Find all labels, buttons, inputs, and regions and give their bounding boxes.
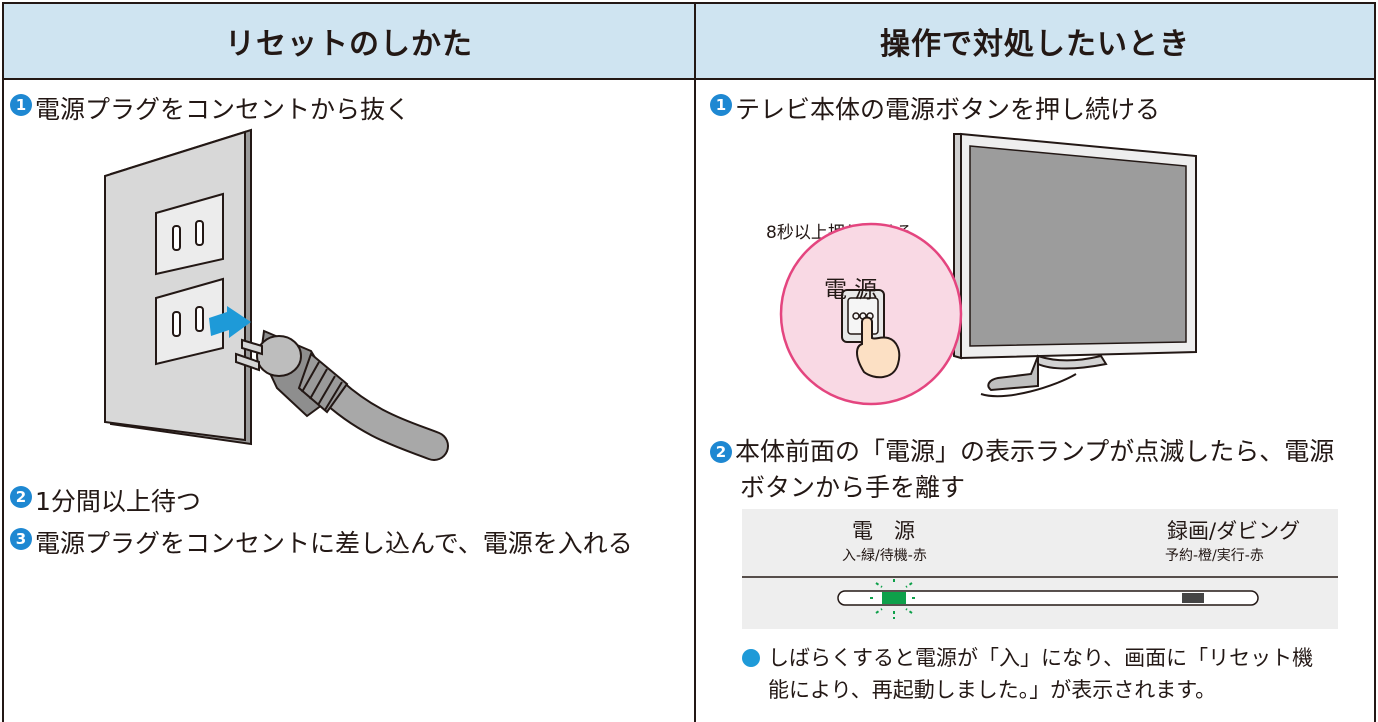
step-number-badge: 3 — [10, 528, 32, 550]
step-text-line2: ボタンから手を離す — [740, 473, 966, 502]
reset-header: リセットのしかた — [4, 4, 694, 80]
panel-led-strip — [742, 576, 1338, 619]
power-indicator-label: 電 源 — [852, 519, 915, 543]
step-text: 電源プラグをコンセントに差し込んで、電源を入れる — [35, 529, 633, 558]
manual-step-2: 2 本体前面の「電源」の表示ランプが点滅したら、電源 ボタンから手を離す — [710, 434, 1370, 506]
power-indicator-sub: 入-緑/待機-赤 — [842, 548, 927, 564]
step-number-badge: 2 — [710, 441, 732, 463]
power-led-blinking — [882, 592, 906, 604]
reset-step-2: 2 1分間以上待つ — [10, 482, 201, 518]
step-text: 1分間以上待つ — [35, 487, 201, 516]
record-indicator-label: 録画/ダビング — [1167, 519, 1301, 543]
wall-outlet-illustration — [104, 128, 449, 461]
manual-column: 操作で対処したいとき 1 テレビ本体の電源ボタンを押し続ける 8秒以上押し続ける — [696, 4, 1374, 722]
record-indicator-sub: 予約-橙/実行-赤 — [1165, 548, 1264, 564]
step-number-badge: 1 — [710, 94, 732, 116]
manual-step-1: 1 テレビ本体の電源ボタンを押し続ける — [710, 90, 1160, 126]
result-note: しばらくすると電源が「入」になり、画面に「リセット機 能により、再起動しました。… — [742, 642, 1378, 706]
step-number-badge: 2 — [10, 486, 32, 508]
reset-step-3: 3 電源プラグをコンセントに差し込んで、電源を入れる — [10, 524, 633, 560]
step-number-badge: 1 — [10, 94, 32, 116]
note-line-2: 能により、再起動しました。」が表示されます。 — [768, 678, 1217, 702]
manual-header: 操作で対処したいとき — [696, 4, 1374, 80]
bullet-dot — [742, 649, 760, 667]
tv-illustration — [779, 132, 1197, 406]
front-panel: 電 源 入-緑/待機-赤 録画/ダビング 予約-橙/実行-赤 — [742, 509, 1338, 629]
step-text: 電源プラグをコンセントから抜く — [35, 95, 411, 124]
callout-power-label: 電 源 — [824, 277, 878, 303]
step-text-line1: 本体前面の「電源」の表示ランプが点滅したら、電源 — [735, 437, 1335, 466]
note-line-1: しばらくすると電源が「入」になり、画面に「リセット機 — [768, 646, 1314, 670]
reset-column: リセットのしかた 1 電源プラグをコンセントから抜く — [4, 4, 696, 722]
step-text: テレビ本体の電源ボタンを押し続ける — [735, 95, 1161, 124]
reset-step-1: 1 電源プラグをコンセントから抜く — [10, 90, 410, 126]
